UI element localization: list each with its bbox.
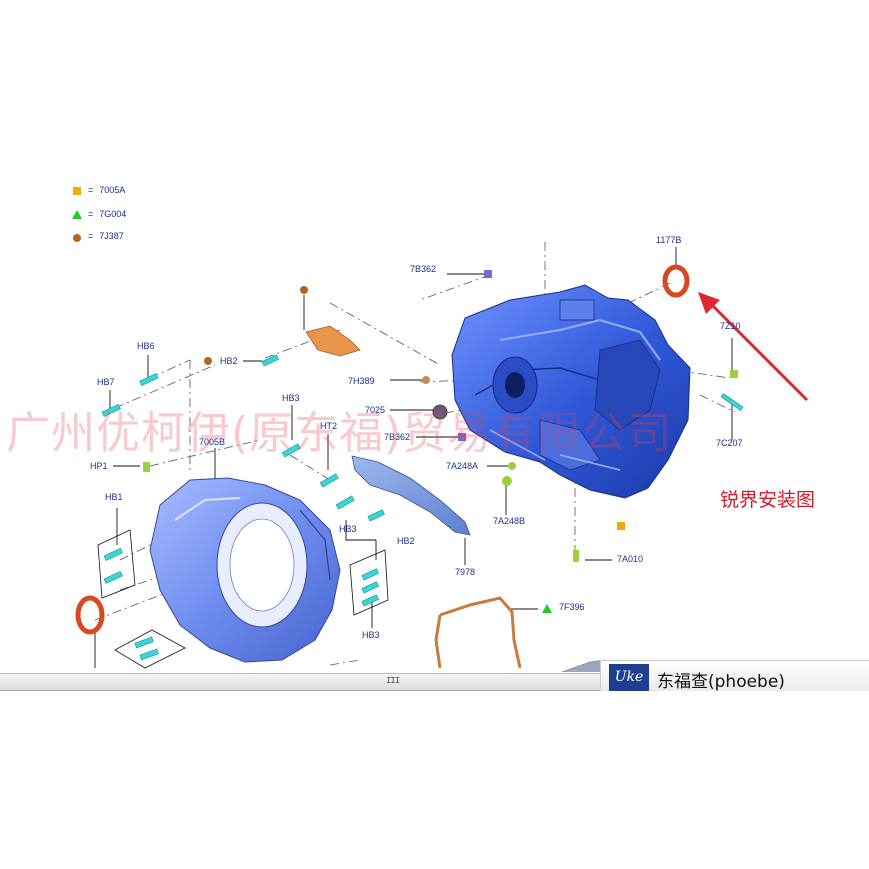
label-7B362-mid: 7B362 — [384, 432, 411, 442]
seal-1177B — [662, 264, 690, 298]
part-7B362-mid — [458, 433, 466, 441]
orange-bracket — [305, 325, 361, 357]
label-7A248A: 7A248A — [446, 461, 479, 471]
part-7A248A — [508, 462, 516, 470]
bell-housing — [149, 477, 341, 663]
oil-pan-gasket — [439, 596, 522, 669]
label-HB6: HB6 — [137, 341, 155, 351]
installation-caption: 锐界安装图 — [720, 489, 816, 511]
scroll-grip[interactable]: III — [386, 676, 400, 686]
label-HB1: HB1 — [105, 492, 123, 502]
legend-code: 7G004 — [99, 209, 127, 219]
label-1177B: 1177B — [656, 235, 682, 245]
legend-code: 7J387 — [99, 231, 124, 241]
part-7Z10 — [730, 370, 738, 378]
bolts — [101, 354, 744, 661]
shift-fork — [351, 455, 471, 536]
legend-square-icon — [73, 187, 81, 195]
part-7025 — [432, 404, 448, 420]
part-HP1 — [143, 462, 150, 472]
part-7A248B — [502, 476, 512, 486]
company-watermark: 广州优柯伊(原东福)贸易有限公司 — [6, 408, 673, 459]
label-7Z10: 7Z10 — [720, 321, 741, 331]
transmission-housing — [451, 284, 691, 499]
callout-leaders — [94, 247, 733, 668]
label-7978: 7978 — [455, 567, 476, 577]
brand-badge: Uke 东福查(phoebe) — [600, 660, 869, 692]
legend-circle-icon — [73, 234, 81, 242]
legend-eq: = — [88, 231, 94, 241]
brand-name: 东福查(phoebe) — [657, 672, 785, 692]
seal-left — [75, 595, 105, 635]
label-7005B: 7005B — [199, 437, 226, 447]
marker-square-7005A — [617, 522, 625, 530]
label-HP1: HP1 — [90, 461, 108, 471]
label-7H389: 7H389 — [348, 376, 375, 386]
label-HT2: HT2 — [320, 421, 338, 431]
red-pointer-arrow — [698, 292, 809, 402]
legend-code: 7005A — [99, 185, 126, 195]
legend-item-7J387: = 7J387 — [88, 231, 124, 241]
label-7025: 7025 — [365, 405, 386, 415]
legend-triangle-icon — [72, 210, 82, 219]
part-7B362-top — [484, 270, 492, 278]
marker-triangle-7F396 — [542, 604, 552, 613]
horizontal-scrollbar[interactable]: III — [0, 673, 600, 691]
label-7B362-top: 7B362 — [410, 264, 437, 274]
brand-logo-icon: Uke — [609, 664, 649, 691]
label-HB3-mid: HB3 — [339, 524, 357, 534]
part-7A010 — [573, 550, 579, 562]
marker-circle-HB2 — [204, 357, 212, 365]
label-HB2-mid: HB2 — [397, 536, 415, 546]
label-HB3-bottom: HB3 — [362, 630, 380, 640]
label-7A010: 7A010 — [617, 554, 644, 564]
legend-item-7G004: = 7G004 — [88, 209, 126, 219]
legend-item-7005A: = 7005A — [88, 185, 125, 195]
label-7C207: 7C207 — [716, 438, 743, 448]
label-7A248B: 7A248B — [493, 516, 526, 526]
marker-circle-top — [300, 286, 308, 294]
oil-pan-gasket-side — [434, 614, 442, 669]
part-7H389 — [422, 376, 430, 384]
bolt-group-outlines — [97, 529, 389, 669]
legend-eq: = — [88, 209, 94, 219]
label-HB7: HB7 — [97, 377, 115, 387]
label-HB3-top: HB3 — [282, 393, 300, 403]
label-HB2-top: HB2 — [220, 356, 238, 366]
legend-eq: = — [88, 185, 94, 195]
label-7F396: 7F396 — [559, 602, 585, 612]
